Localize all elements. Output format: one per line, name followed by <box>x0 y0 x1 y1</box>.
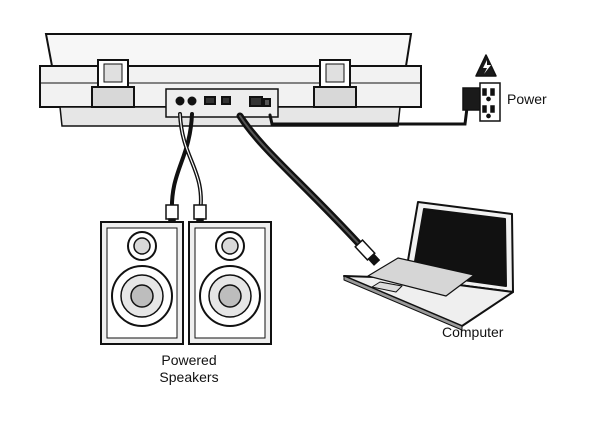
laptop-icon <box>343 201 514 331</box>
powered-speakers-label-line1: Powered <box>161 352 217 368</box>
power-outlet-icon <box>479 82 501 122</box>
turntable-icon <box>39 33 422 127</box>
power-label: Power <box>507 91 547 107</box>
powered-speakers-label: Powered Speakers <box>150 352 228 386</box>
powered-speakers-label-line2: Speakers <box>159 369 219 385</box>
electrical-hazard-icon <box>475 54 497 77</box>
usb-plug-icon <box>354 238 381 266</box>
usb-cable <box>236 112 364 249</box>
power-adapter-icon <box>462 87 481 111</box>
speaker-icon <box>100 221 272 345</box>
computer-label: Computer <box>442 324 504 340</box>
rca-cables <box>169 112 203 216</box>
